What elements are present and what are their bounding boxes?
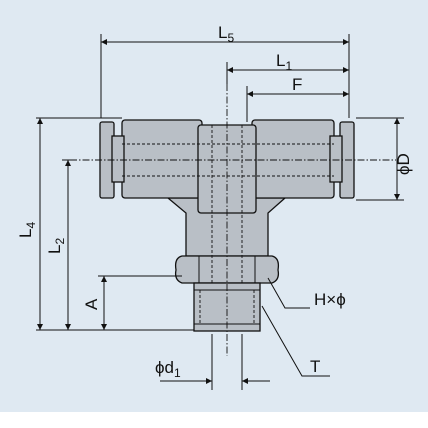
left-tube [121,119,203,199]
label-a: A [82,298,101,310]
label-phi-d: ϕD [394,153,413,175]
label-phi-d1: ϕd1 [155,358,181,380]
right-tube [251,119,335,199]
label-f: F [292,75,302,94]
right-collet-neck [329,135,343,183]
center-lines [70,84,396,356]
label-h-phi: H×ϕ [314,290,346,309]
label-t: T [310,357,320,376]
label-l5: L5 [218,23,234,45]
left-collet-neck [111,135,125,183]
label-l1: L1 [276,51,292,73]
drawing-panel: L5 L1 F ϕD L4 L2 A H×ϕ ϕd1 T [0,0,428,412]
leader-t [261,305,330,377]
dimension-lines [37,39,400,384]
label-l2: L2 [45,238,67,254]
label-l4: L4 [16,222,38,238]
leader-lines [261,277,330,377]
leader-h-phi [267,277,310,309]
tee-fitting-drawing: L5 L1 F ϕD L4 L2 A H×ϕ ϕd1 T [0,0,428,412]
